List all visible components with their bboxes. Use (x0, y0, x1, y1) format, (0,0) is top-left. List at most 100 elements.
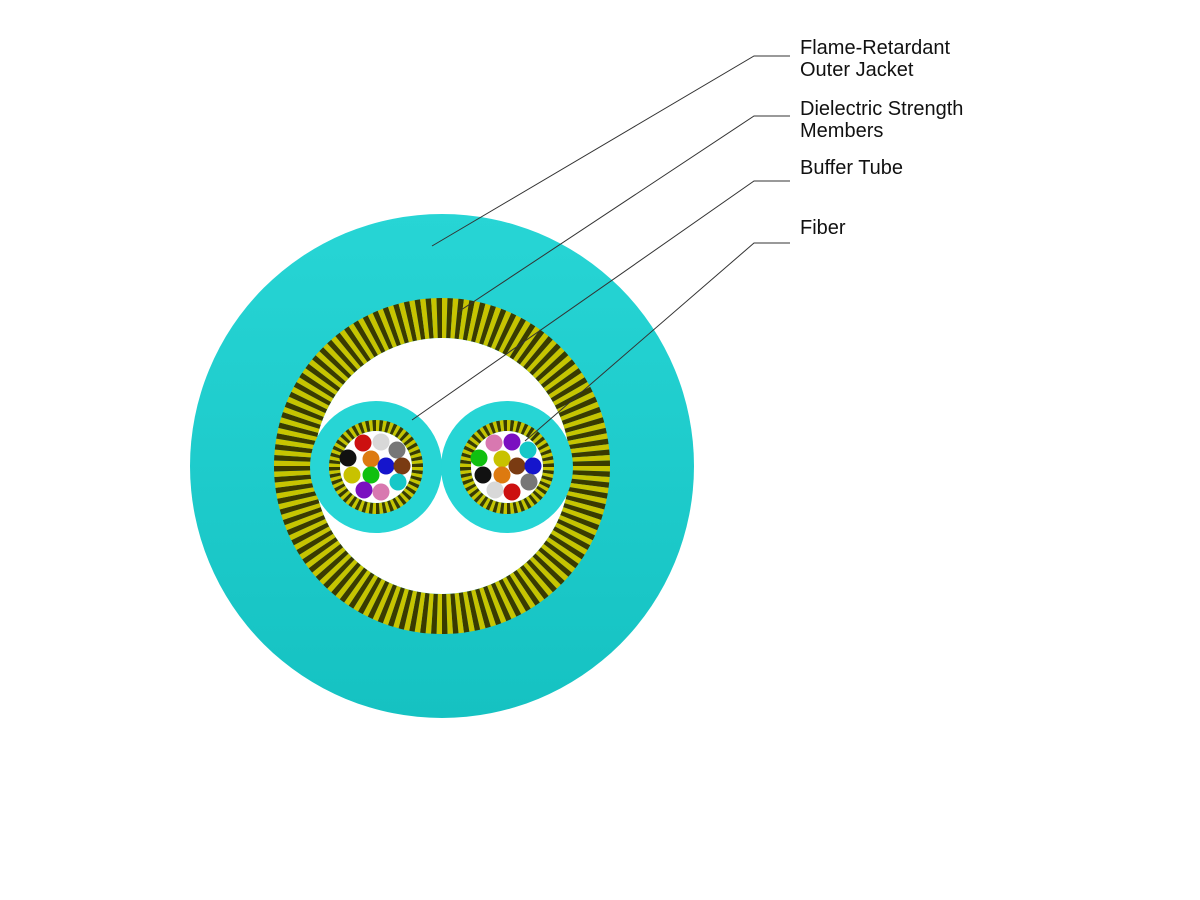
strength-yarn (490, 582, 512, 622)
strength-yarn (529, 556, 561, 589)
strength-yarn (479, 426, 489, 438)
strength-yarn (461, 452, 473, 459)
strength-yarn (378, 502, 384, 514)
strength-yarn (542, 469, 554, 475)
strength-yarn (353, 574, 378, 612)
strength-yarn (398, 302, 413, 343)
strength-yarn (408, 445, 420, 454)
strength-yarn (312, 547, 346, 577)
strength-yarn (539, 480, 551, 489)
strength-yarn (460, 456, 472, 462)
strength-yarn (354, 499, 363, 511)
strength-yarn (358, 317, 382, 356)
callout-label-outer-jacket: Flame-Retardant Outer Jacket (800, 37, 1120, 81)
strength-yarn (482, 425, 491, 437)
strength-yarn (454, 592, 464, 634)
callout-label-strength-members: Dielectric Strength Members (800, 98, 1120, 142)
strength-yarn (471, 302, 486, 343)
fiber (389, 473, 407, 491)
strength-yarn (476, 494, 486, 506)
strength-yarn (556, 391, 596, 414)
strength-yarn (446, 298, 453, 339)
strength-yarn (405, 485, 417, 495)
strength-yarn (462, 591, 475, 632)
fiber (393, 457, 411, 475)
strength-yarn (546, 537, 582, 564)
strength-yarn (425, 298, 434, 339)
strength-yarn (351, 425, 360, 437)
strength-yarn (345, 494, 355, 506)
strength-yarn (565, 422, 606, 437)
strength-yarn (397, 428, 407, 440)
strength-yarn (408, 480, 420, 489)
strength-yarn (296, 530, 334, 555)
strength-yarn (274, 466, 315, 472)
strength-yarn (502, 576, 526, 615)
strength-yarn (566, 490, 607, 505)
fiber (355, 481, 373, 499)
strength-yarn (539, 445, 551, 454)
strength-yarn (344, 326, 371, 362)
strength-yarn (342, 492, 353, 503)
strength-yarn (537, 483, 549, 492)
strength-yarn (475, 588, 491, 629)
strength-yarn (288, 518, 328, 541)
fiber (474, 466, 492, 484)
strength-yarn (475, 303, 491, 344)
strength-yarn (479, 305, 497, 345)
strength-yarn (331, 336, 361, 370)
strength-yarn (315, 550, 349, 581)
strength-yarn (436, 298, 442, 339)
strength-yarn (490, 310, 512, 350)
strength-yarn (450, 298, 459, 339)
strength-yarn (542, 459, 554, 465)
strength-yarn (335, 439, 347, 449)
strength-yarn (503, 420, 507, 432)
strength-yarn (278, 495, 319, 510)
strength-yarn (420, 298, 430, 340)
strength-yarn (499, 420, 505, 432)
fiber (493, 450, 511, 468)
strength-yarn (330, 452, 342, 459)
strength-yarn (276, 433, 317, 446)
strength-yarn (398, 589, 413, 630)
strength-yarn (409, 300, 422, 341)
buffer-tube-yarn-ring (459, 420, 554, 514)
strength-yarn (532, 433, 543, 444)
strength-yarn (329, 456, 341, 462)
strength-yarn (361, 421, 368, 433)
strength-yarn (342, 431, 353, 442)
left-buffer-tube (310, 401, 442, 533)
strength-yarn (569, 470, 610, 477)
strength-yarn (279, 499, 320, 515)
strength-yarn (348, 426, 358, 438)
strength-yarn (405, 439, 417, 449)
strength-yarn (367, 312, 390, 352)
strength-yarn (558, 396, 598, 418)
fiber (372, 483, 390, 501)
strength-yarn (487, 308, 507, 348)
strength-yarn (406, 442, 418, 451)
strength-yarn (308, 543, 344, 573)
strength-yarn (466, 439, 478, 449)
strength-yarn (277, 427, 318, 442)
strength-yarn (541, 475, 553, 482)
strength-yarn (558, 514, 598, 536)
strength-yarn (411, 467, 423, 471)
fiber (362, 466, 380, 484)
strength-yarn (534, 488, 546, 498)
strength-yarn (372, 502, 376, 514)
strength-yarn (561, 406, 602, 425)
strength-yarn (519, 564, 549, 600)
strength-yarn (411, 459, 423, 465)
strength-yarn (535, 351, 569, 382)
fiber (508, 457, 526, 475)
strength-yarn (365, 420, 371, 432)
strength-yarn (496, 502, 502, 514)
strength-yarn (337, 488, 349, 498)
strength-yarn (331, 449, 343, 456)
strength-yarn (274, 470, 315, 477)
strength-yarn (425, 593, 434, 634)
strength-yarn (394, 426, 404, 438)
strength-yarn (409, 591, 422, 632)
